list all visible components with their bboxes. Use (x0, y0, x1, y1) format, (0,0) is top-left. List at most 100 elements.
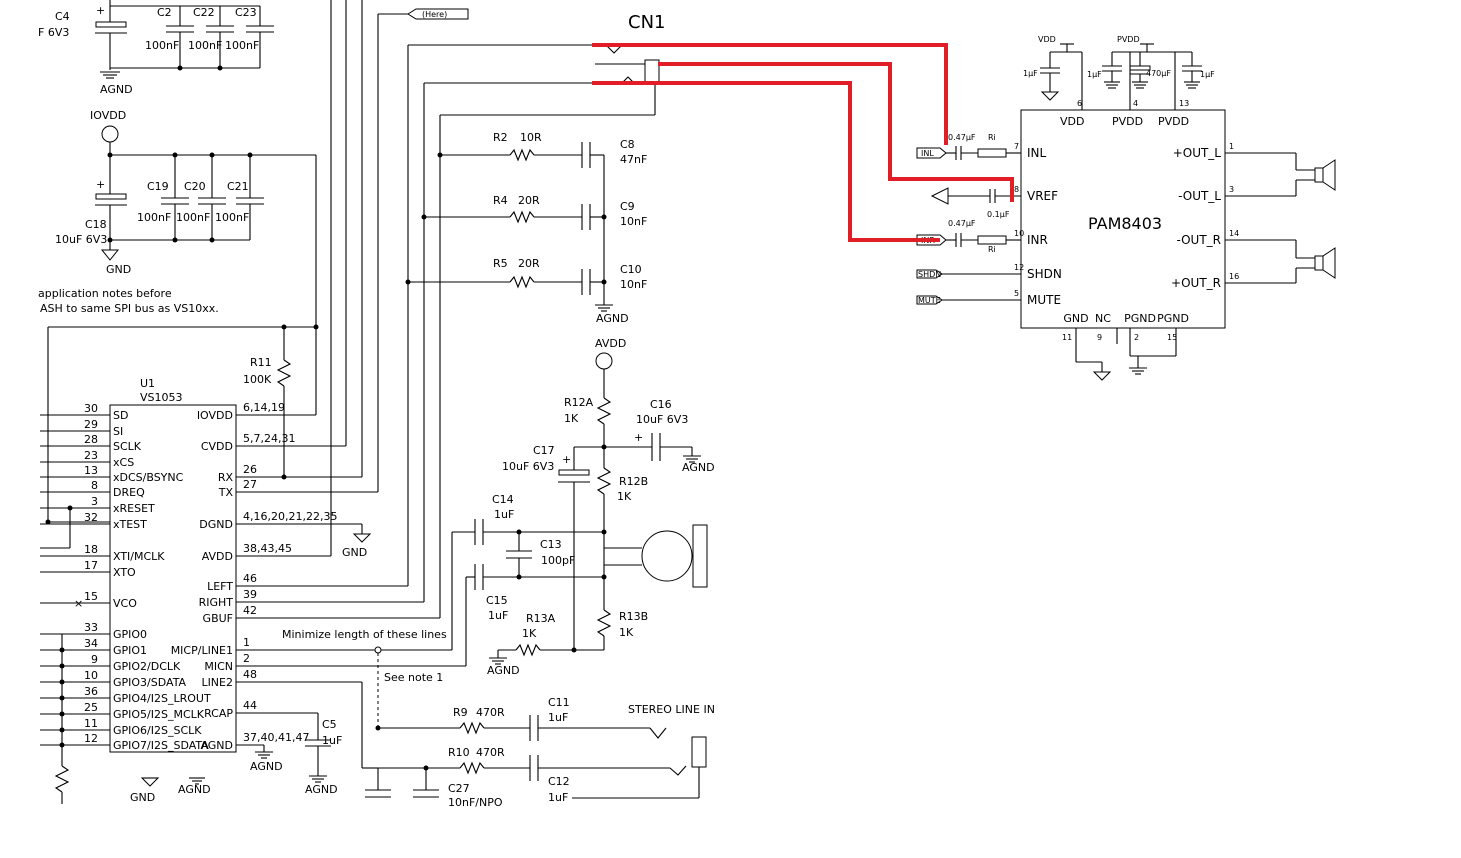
bus-wires: (Here) R11 100K (47, 0, 469, 556)
pam-pin-pvdd-a: PVDD (1112, 115, 1143, 128)
u1-pin-name: GPIO6/I2S_SCLK (113, 724, 202, 737)
pam-pin-name: -OUT_R (1176, 233, 1221, 247)
u1-pin-number: 28 (84, 433, 98, 446)
u1-part: VS1053 (140, 391, 183, 404)
r9-label: R9 (453, 706, 468, 719)
dgnd-gnd-label: GND (342, 546, 367, 559)
pam-pin: 1+OUT_L (1173, 142, 1234, 160)
c12-value: 1uF (548, 791, 568, 804)
c14-value: 1uF (494, 508, 514, 521)
u1-pin-name: LINE2 (201, 676, 233, 689)
stereo-line-in-label: STEREO LINE IN (628, 703, 715, 716)
pam-pin4-num: 4 (1133, 99, 1138, 108)
u1-pin-number: 9 (91, 653, 98, 666)
minimize-note: Minimize length of these lines (282, 628, 447, 641)
avdd-label: AVDD (595, 337, 626, 350)
c8-value: 47nF (620, 153, 647, 166)
top-decoupling: C4 F 6V3 + AGND C2 C22 C23 (38, 0, 274, 96)
gnd-label: GND (106, 263, 131, 276)
r13b-label: R13B (619, 610, 648, 623)
u1-pin-name: GPIO0 (113, 628, 147, 641)
c23-label: C23 (235, 6, 257, 19)
c15-value: 1uF (488, 609, 508, 622)
u1-pin-number: 10 (84, 669, 98, 682)
cn1-label: CN1 (628, 12, 666, 33)
c22-value: 100nF (188, 39, 222, 52)
pam-pin-vdd: VDD (1060, 115, 1084, 128)
u1-agnd-right-label: AGND (250, 760, 283, 773)
pam-cap-470uf: 470µF (1146, 69, 1171, 78)
cap-c22 (206, 6, 234, 68)
u1-pin-name: GPIO5/I2S_MCLK (113, 708, 205, 721)
red-wire-vref (658, 62, 1014, 202)
c047-inr: 0.47µF (948, 219, 976, 228)
c047-inl: 0.47µF (948, 133, 976, 142)
u1-pin-name: MICN (204, 660, 233, 673)
u1-pin-number: 5,7,24,31 (243, 432, 295, 445)
here-tag (407, 8, 469, 20)
r10-label: R10 (448, 746, 470, 759)
u1-pin-name: AGND (200, 739, 233, 752)
red-wire-inr (592, 81, 940, 242)
u1-pin-name: xTEST (113, 518, 147, 531)
mute-tag (916, 295, 943, 305)
ri-inr: Ri (988, 245, 996, 254)
r12a-label: R12A (564, 396, 594, 409)
r4-value: 20R (518, 194, 540, 207)
pam-pin: 14 -OUT_R (1176, 229, 1239, 247)
pam-pin-number: 10 (1014, 229, 1024, 238)
u1-pin-name: MICP/LINE1 (171, 644, 233, 657)
u1-pin-name: xCS (113, 456, 134, 469)
pam-cap-1uf-c: 1µF (1200, 70, 1215, 79)
cap-c2 (166, 6, 194, 68)
u1-pin-name: RX (218, 471, 234, 484)
u1-pin-number: 29 (84, 418, 98, 431)
see-note: See note 1 (384, 671, 443, 684)
r5-label: R5 (493, 257, 508, 270)
u1-pin-name: DREQ (113, 486, 145, 499)
pam-pin-name: NC (1095, 312, 1111, 325)
c13-value: 100pF (541, 554, 575, 567)
r9-value: 470R (476, 706, 505, 719)
svg-text:+: + (96, 178, 105, 191)
pam-pin-number: 14 (1229, 229, 1239, 238)
pam-pin: 3-OUT_L (1178, 185, 1234, 203)
u1-pin-number: 1 (243, 636, 250, 649)
svg-text:+: + (634, 431, 643, 444)
u1-pin-name: XTO (113, 566, 136, 579)
c15-label: C15 (486, 594, 508, 607)
u1-pin-name: GPIO3/SDATA (113, 676, 187, 689)
c20-value: 100nF (176, 211, 210, 224)
c9-label: C9 (620, 200, 635, 213)
u1-pin-number: 11 (84, 717, 98, 730)
pam-vdd-top: VDD (1038, 35, 1056, 44)
c19-label: C19 (147, 180, 169, 193)
u1-pin-number: 38,43,45 (243, 542, 292, 555)
pam-pin-number: 1 (1229, 142, 1234, 151)
svg-text:×: × (74, 597, 83, 610)
u1-pin-name: LEFT (207, 580, 233, 593)
vref-ground-arrow (930, 187, 949, 205)
u1-pin-name: RIGHT (199, 596, 234, 609)
